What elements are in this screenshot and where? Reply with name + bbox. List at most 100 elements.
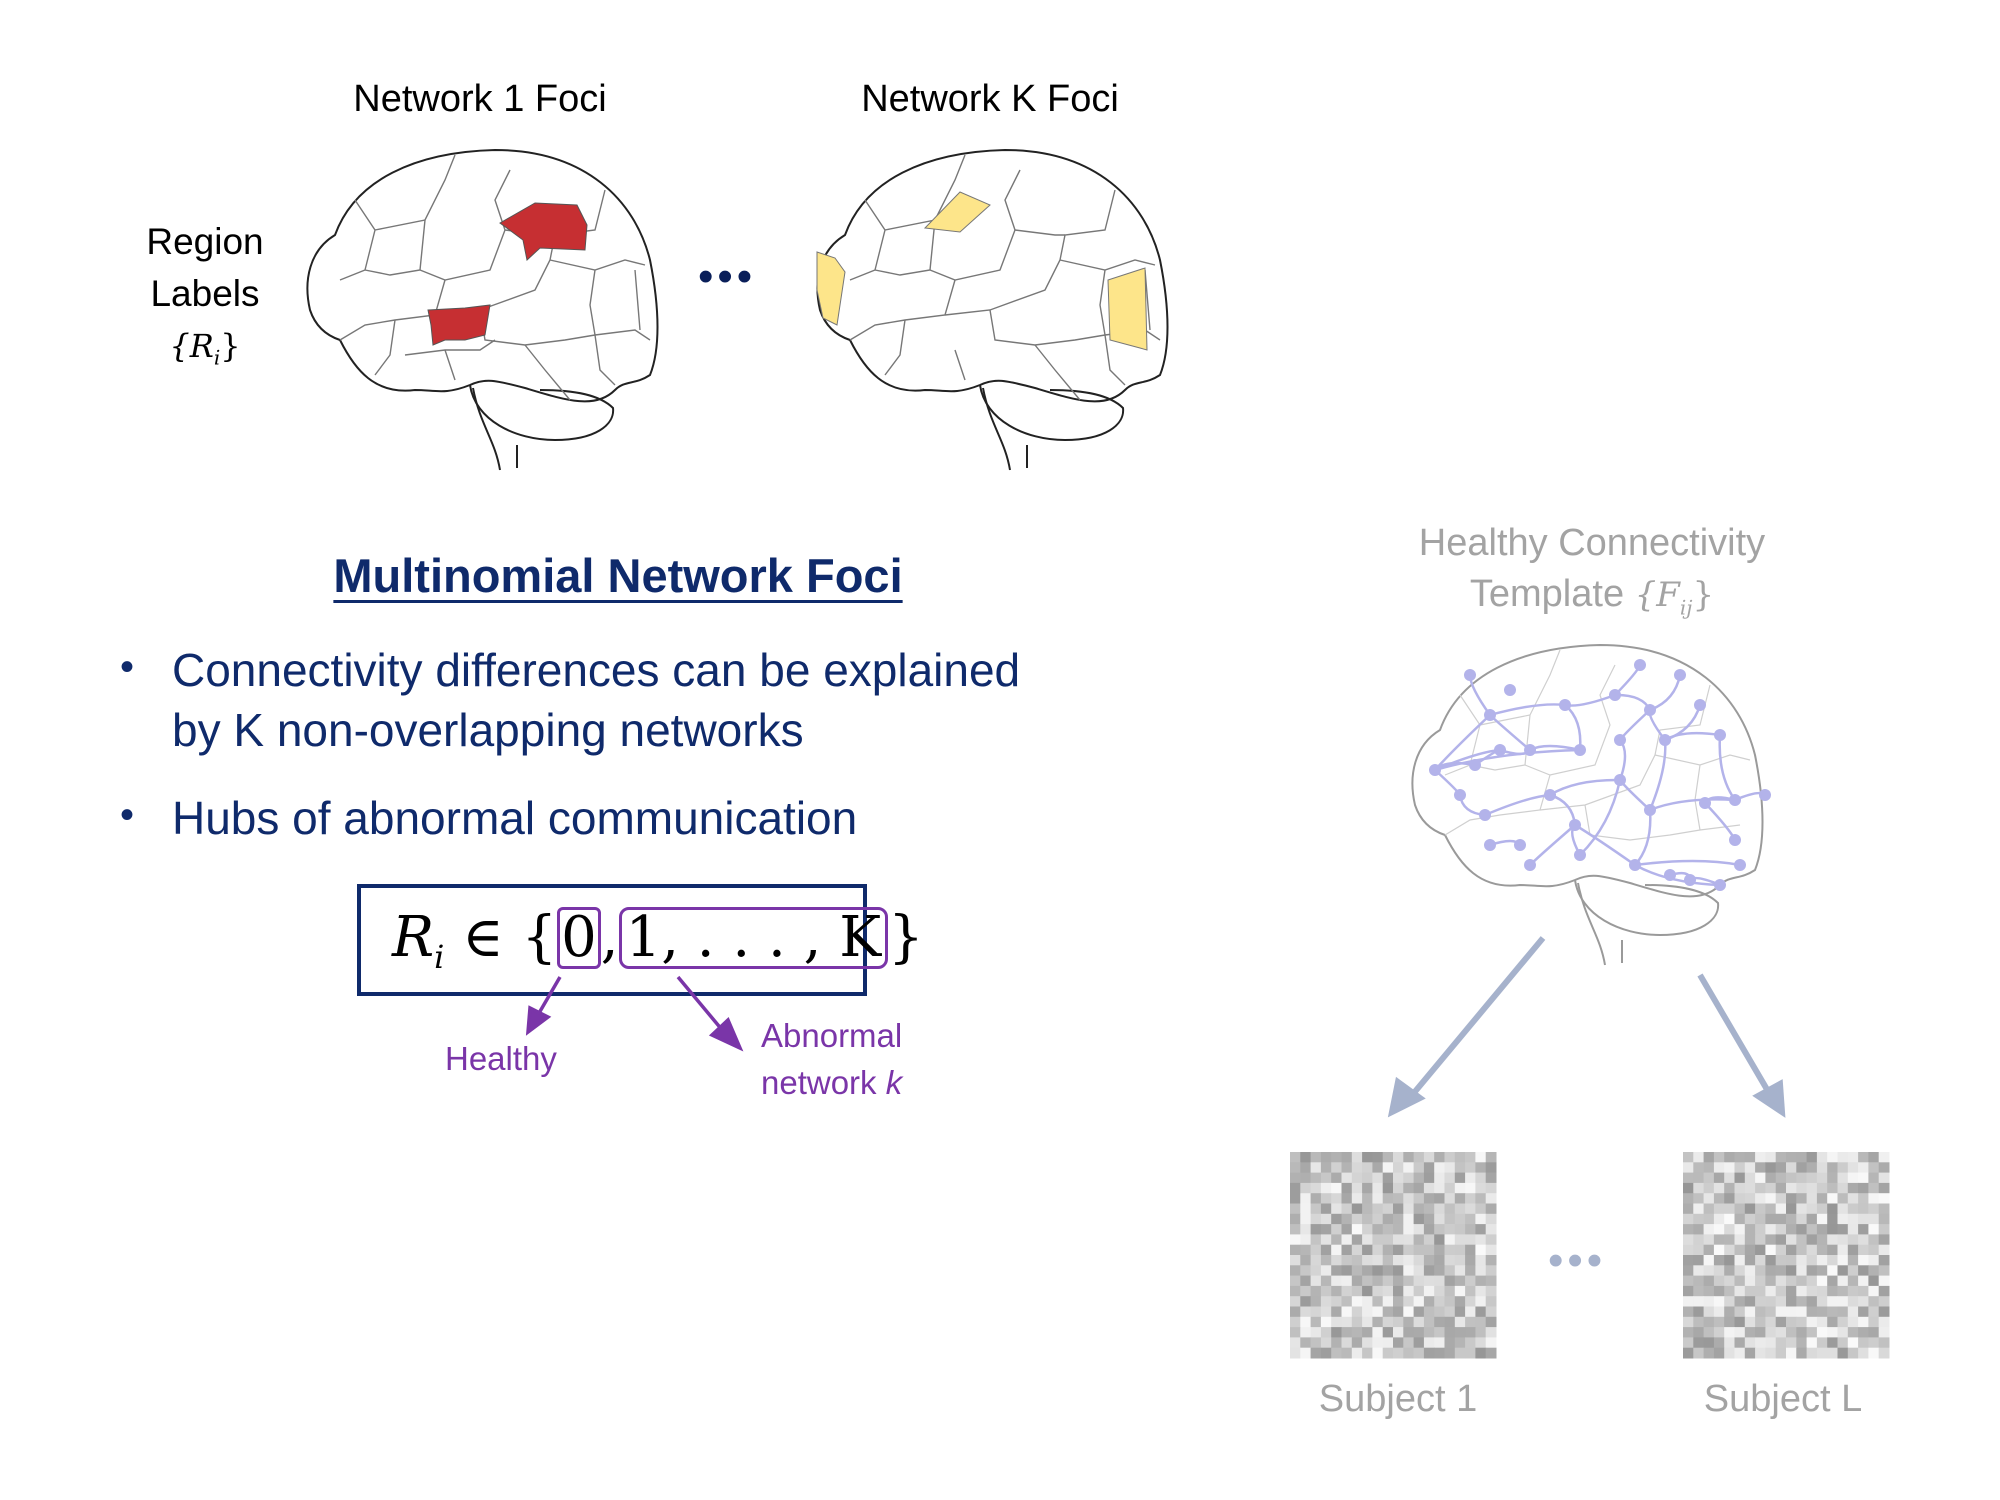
matrix-cell: [1796, 1306, 1808, 1318]
matrix-cell: [1847, 1306, 1859, 1318]
matrix-cell: [1300, 1296, 1312, 1307]
matrix-cell: [1465, 1255, 1476, 1266]
matrix-cell: [1485, 1306, 1497, 1318]
matrix-cell: [1320, 1296, 1332, 1307]
matrix-cell: [1744, 1275, 1756, 1287]
matrix-cell: [1372, 1337, 1384, 1349]
matrix-cell: [1868, 1327, 1880, 1338]
matrix-cell: [1806, 1306, 1818, 1318]
matrix-cell: [1403, 1162, 1415, 1174]
matrix-cell: [1475, 1162, 1487, 1174]
matrix-cell: [1744, 1234, 1756, 1246]
matrix-cell: [1868, 1182, 1880, 1194]
arrow-to-subject-l-head: [1752, 1079, 1786, 1118]
matrix-cell: [1868, 1265, 1880, 1277]
matrix-cell: [1434, 1182, 1445, 1194]
matrix-cell: [1816, 1347, 1828, 1359]
matrix-cell: [1816, 1255, 1828, 1266]
template-title-line1: Healthy Connectivity: [1418, 522, 1766, 564]
matrix-cell: [1454, 1213, 1466, 1225]
matrix-cell: [1413, 1347, 1425, 1359]
matrix-cell: [1847, 1285, 1859, 1297]
matrix-cell: [1331, 1255, 1342, 1266]
matrix-cell: [1713, 1224, 1725, 1235]
matrix-cell: [1310, 1162, 1322, 1174]
matrix-cell: [1403, 1306, 1415, 1318]
matrix-cell: [1703, 1182, 1715, 1194]
matrix-cell: [1847, 1213, 1859, 1225]
matrix-cell: [1382, 1337, 1394, 1349]
matrix-cell: [1837, 1193, 1849, 1204]
matrix-cell: [1393, 1224, 1404, 1235]
matrix-cell: [1310, 1255, 1322, 1266]
healthy-label: Healthy: [445, 1040, 557, 1077]
matrix-cell: [1423, 1316, 1435, 1328]
matrix-cell: [1320, 1306, 1332, 1318]
matrix-cell: [1816, 1224, 1828, 1235]
matrix-cell: [1300, 1244, 1312, 1256]
matrix-cell: [1382, 1347, 1394, 1359]
matrix-cell: [1765, 1255, 1777, 1266]
matrix-cell: [1816, 1203, 1828, 1215]
matrix-cell: [1290, 1255, 1301, 1266]
formula-close: }: [888, 905, 924, 970]
matrix-cell: [1816, 1244, 1828, 1256]
matrix-cell: [1413, 1337, 1425, 1349]
matrix-cell: [1775, 1224, 1787, 1235]
matrix-cell: [1868, 1316, 1880, 1328]
matrix-cell: [1816, 1162, 1828, 1174]
matrix-cell: [1485, 1265, 1497, 1277]
matrix-cell: [1310, 1337, 1322, 1349]
matrix-cell: [1465, 1162, 1476, 1174]
matrix-cell: [1878, 1347, 1890, 1359]
matrix-cell: [1816, 1316, 1828, 1328]
matrix-cell: [1837, 1327, 1849, 1338]
matrix-cell: [1331, 1234, 1342, 1246]
matrix-cell: [1310, 1275, 1322, 1287]
matrix-cell: [1786, 1316, 1797, 1328]
network-node: [1484, 709, 1496, 721]
networks-ellipsis: •••: [698, 252, 757, 301]
matrix-cell: [1300, 1182, 1312, 1194]
matrix-cell: [1351, 1234, 1363, 1246]
matrix-cell: [1382, 1152, 1394, 1163]
matrix-cell: [1837, 1224, 1849, 1235]
matrix-cell: [1796, 1203, 1808, 1215]
matrix-cell: [1444, 1193, 1456, 1204]
network-node: [1429, 764, 1441, 776]
matrix-cell: [1827, 1152, 1838, 1163]
matrix-cell: [1413, 1203, 1425, 1215]
matrix-cell: [1300, 1275, 1312, 1287]
matrix-cell: [1827, 1316, 1838, 1328]
matrix-cell: [1827, 1275, 1838, 1287]
matrix-cell: [1403, 1203, 1415, 1215]
matrix-cell: [1858, 1275, 1869, 1287]
matrix-cell: [1878, 1244, 1890, 1256]
matrix-cell: [1372, 1265, 1384, 1277]
matrix-cell: [1765, 1296, 1777, 1307]
matrix-cell: [1744, 1296, 1756, 1307]
matrix-cell: [1403, 1255, 1415, 1266]
network-node: [1504, 684, 1516, 696]
matrix-cell: [1683, 1285, 1694, 1297]
matrix-cell: [1382, 1255, 1394, 1266]
brain-network-k: [816, 148, 1169, 471]
matrix-cell: [1475, 1296, 1487, 1307]
formula-lhs-sub: i: [434, 938, 445, 977]
matrix-cell: [1878, 1255, 1890, 1266]
matrix-cell: [1454, 1265, 1466, 1277]
matrix-cell: [1310, 1224, 1322, 1235]
matrix-cell: [1444, 1327, 1456, 1338]
matrix-cell: [1300, 1255, 1312, 1266]
matrix-cell: [1434, 1306, 1445, 1318]
matrix-cell: [1331, 1347, 1342, 1359]
matrix-cell: [1310, 1285, 1322, 1297]
matrix-cell: [1351, 1285, 1363, 1297]
focus-region-frontal-pole: [816, 251, 846, 326]
matrix-cell: [1290, 1306, 1301, 1318]
matrix-cell: [1858, 1347, 1869, 1359]
matrix-cell: [1372, 1193, 1384, 1204]
matrix-cell: [1382, 1182, 1394, 1194]
matrix-cell: [1444, 1162, 1456, 1174]
template-title: Healthy Connectivity Template {Fij}: [1419, 522, 1765, 620]
